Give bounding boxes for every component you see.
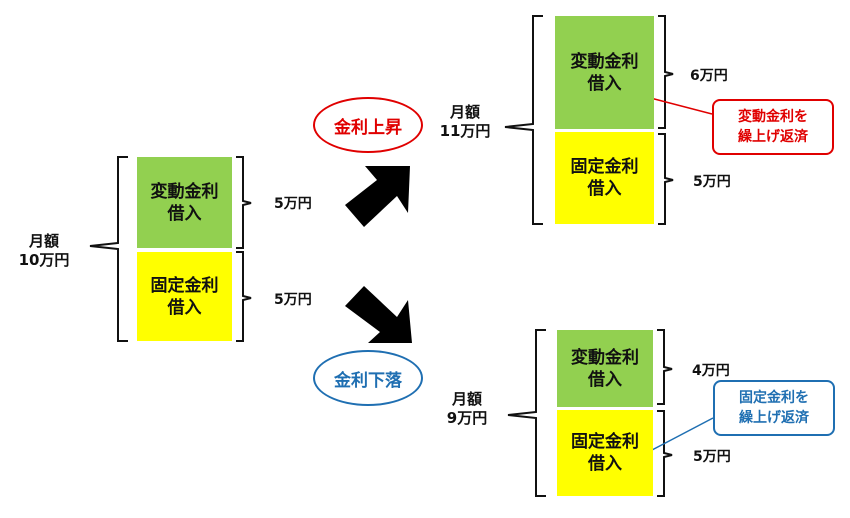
initial-fixed-brace	[236, 251, 252, 342]
rise-label: 金利上昇	[334, 117, 402, 138]
rise-total-brace	[504, 15, 543, 225]
rise-label-oval: 金利上昇	[313, 97, 423, 153]
fall-fixed-loan-line1: 固定金利	[571, 432, 639, 452]
fall-fixed-loan-line2: 借入	[588, 454, 622, 474]
fall-callout-line2: 繰上げ返済	[739, 410, 809, 426]
rise-total-label: 月額	[449, 103, 480, 121]
fall-callout: 固定金利を 繰上げ返済	[713, 380, 835, 436]
initial-total-brace	[89, 156, 128, 342]
fall-arrow	[345, 286, 412, 343]
fall-variable-loan-line2: 借入	[588, 369, 622, 390]
rise-variable-loan-line2: 借入	[587, 73, 622, 94]
rise-variable-amount: 6万円	[690, 68, 728, 84]
rise-arrow	[345, 166, 410, 227]
fall-fixed-loan-box: 固定金利 借入	[557, 410, 653, 496]
fall-label-oval: 金利下落	[313, 350, 423, 406]
fall-total: 月額 9万円	[436, 390, 498, 428]
initial-variable-loan-line2: 借入	[167, 203, 202, 224]
rise-total: 月額 11万円	[430, 103, 500, 141]
fall-variable-amount: 4万円	[692, 363, 730, 379]
fall-total-amount: 9万円	[446, 409, 488, 427]
initial-total: 月額 10万円	[16, 232, 72, 270]
initial-fixed-loan-line1: 固定金利	[150, 275, 219, 296]
fall-label: 金利下落	[334, 370, 402, 391]
initial-total-amount: 10万円	[18, 251, 70, 269]
initial-total-label: 月額	[28, 232, 59, 250]
rise-variable-loan-box: 変動金利 借入	[555, 16, 654, 129]
fall-variable-loan-box: 変動金利 借入	[557, 330, 653, 407]
rise-fixed-brace	[658, 133, 674, 225]
initial-variable-amount: 5万円	[274, 196, 312, 212]
fall-total-label: 月額	[451, 390, 482, 408]
rise-callout-line2: 繰上げ返済	[738, 129, 808, 145]
fall-variable-brace	[657, 329, 673, 405]
initial-fixed-loan-box: 固定金利 借入	[137, 252, 232, 341]
initial-fixed-amount: 5万円	[274, 292, 312, 308]
fall-callout-line1: 固定金利を	[739, 390, 809, 406]
initial-variable-loan-box: 変動金利 借入	[137, 157, 232, 248]
rise-callout-line1: 変動金利を	[738, 109, 808, 125]
rise-callout: 変動金利を 繰上げ返済	[712, 99, 834, 155]
rise-fixed-loan-line2: 借入	[587, 179, 622, 199]
fall-total-brace	[507, 329, 546, 497]
rise-total-amount: 11万円	[439, 122, 491, 140]
rise-fixed-loan-box: 固定金利 借入	[555, 132, 654, 224]
initial-fixed-loan-line2: 借入	[167, 297, 202, 318]
fall-fixed-amount: 5万円	[693, 449, 731, 465]
fall-fixed-brace	[657, 410, 673, 497]
rise-variable-brace	[658, 15, 674, 129]
initial-variable-brace	[236, 156, 252, 249]
rise-fixed-loan-line1: 固定金利	[570, 157, 639, 177]
initial-variable-loan-line1: 変動金利	[150, 181, 219, 202]
rise-fixed-amount: 5万円	[693, 174, 731, 190]
fall-variable-loan-line1: 変動金利	[571, 347, 639, 368]
rise-variable-loan-line1: 変動金利	[570, 51, 639, 72]
